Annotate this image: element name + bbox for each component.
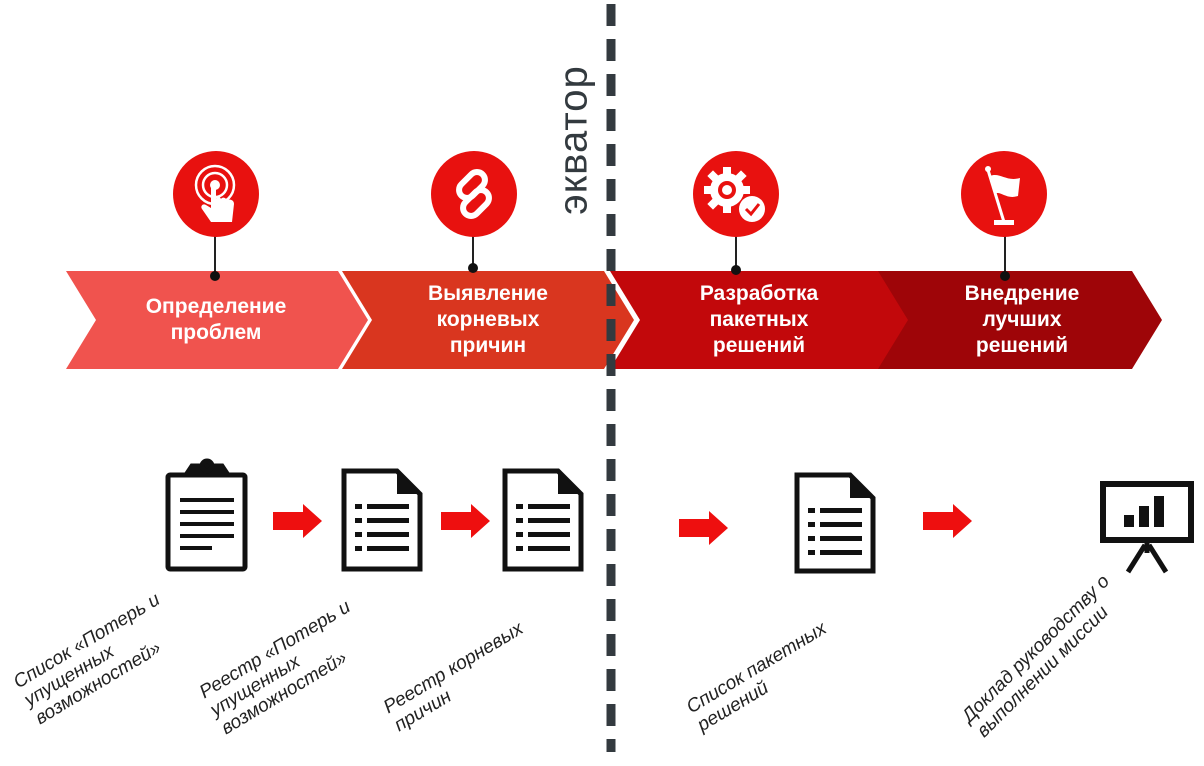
stage-4-chevron [878, 271, 1162, 369]
stage-2-chevron [342, 271, 634, 369]
connector-dots [210, 263, 1010, 281]
chain-link-icon [431, 151, 517, 237]
presentation-board-icon [1100, 481, 1194, 574]
document-list-icon [794, 472, 876, 574]
flow-arrow [273, 504, 322, 538]
flow-arrow [923, 504, 972, 538]
flow-arrow [441, 504, 490, 538]
stage-1-label: Определение проблем [145, 295, 287, 344]
stage-3-label: Разработка пакетных решений [699, 282, 819, 357]
stage-1-chevron [66, 271, 368, 369]
flow-arrows [273, 504, 972, 545]
gear-check-icon [693, 151, 779, 237]
stage-2-label: Выявление корневых причин [427, 282, 548, 357]
document-list-icon [341, 468, 423, 572]
touch-gesture-icon [173, 151, 259, 237]
flag-icon [961, 151, 1047, 237]
stage-4-label: Внедрение лучших решений [964, 282, 1080, 357]
equator-label: экватор [551, 65, 596, 215]
flow-arrow [679, 511, 728, 545]
stage-3-chevron [610, 271, 910, 369]
document-list-icon [502, 468, 584, 572]
clipboard-icon [165, 458, 248, 572]
